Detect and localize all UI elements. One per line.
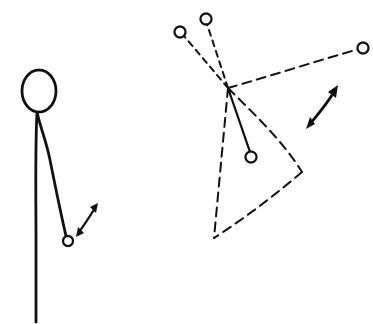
left-arrow-head-top xyxy=(90,203,98,213)
link-to-inner-joint xyxy=(226,86,252,154)
link-to-top-joint-1 xyxy=(183,35,229,89)
left-rotation-arrow xyxy=(76,203,98,237)
triangle-right-edge xyxy=(227,87,303,173)
left-stick-figure xyxy=(20,68,98,324)
right-rotation-arrow xyxy=(306,85,338,129)
hand-joint xyxy=(61,234,75,248)
right-arrow-shaft xyxy=(308,90,336,126)
link-to-top-joint-2 xyxy=(206,23,229,89)
stick-figure-arm xyxy=(35,110,68,238)
top-joint-2 xyxy=(199,12,213,26)
link-to-right-joint xyxy=(227,48,360,89)
inner-joint xyxy=(244,150,258,164)
stick-figure-head xyxy=(20,68,58,114)
top-joint-1 xyxy=(173,25,187,39)
right-arrow-head-bottom xyxy=(306,117,315,129)
triangle-bottom-edge xyxy=(213,171,303,239)
triangle-left-edge xyxy=(213,87,229,239)
right-structure xyxy=(173,12,370,239)
left-arrow-shaft xyxy=(77,206,97,234)
stick-figure-torso xyxy=(34,110,39,324)
right-joint xyxy=(356,41,370,55)
right-arrow-head-top xyxy=(328,85,338,98)
left-arrow-head-bottom xyxy=(76,227,84,237)
